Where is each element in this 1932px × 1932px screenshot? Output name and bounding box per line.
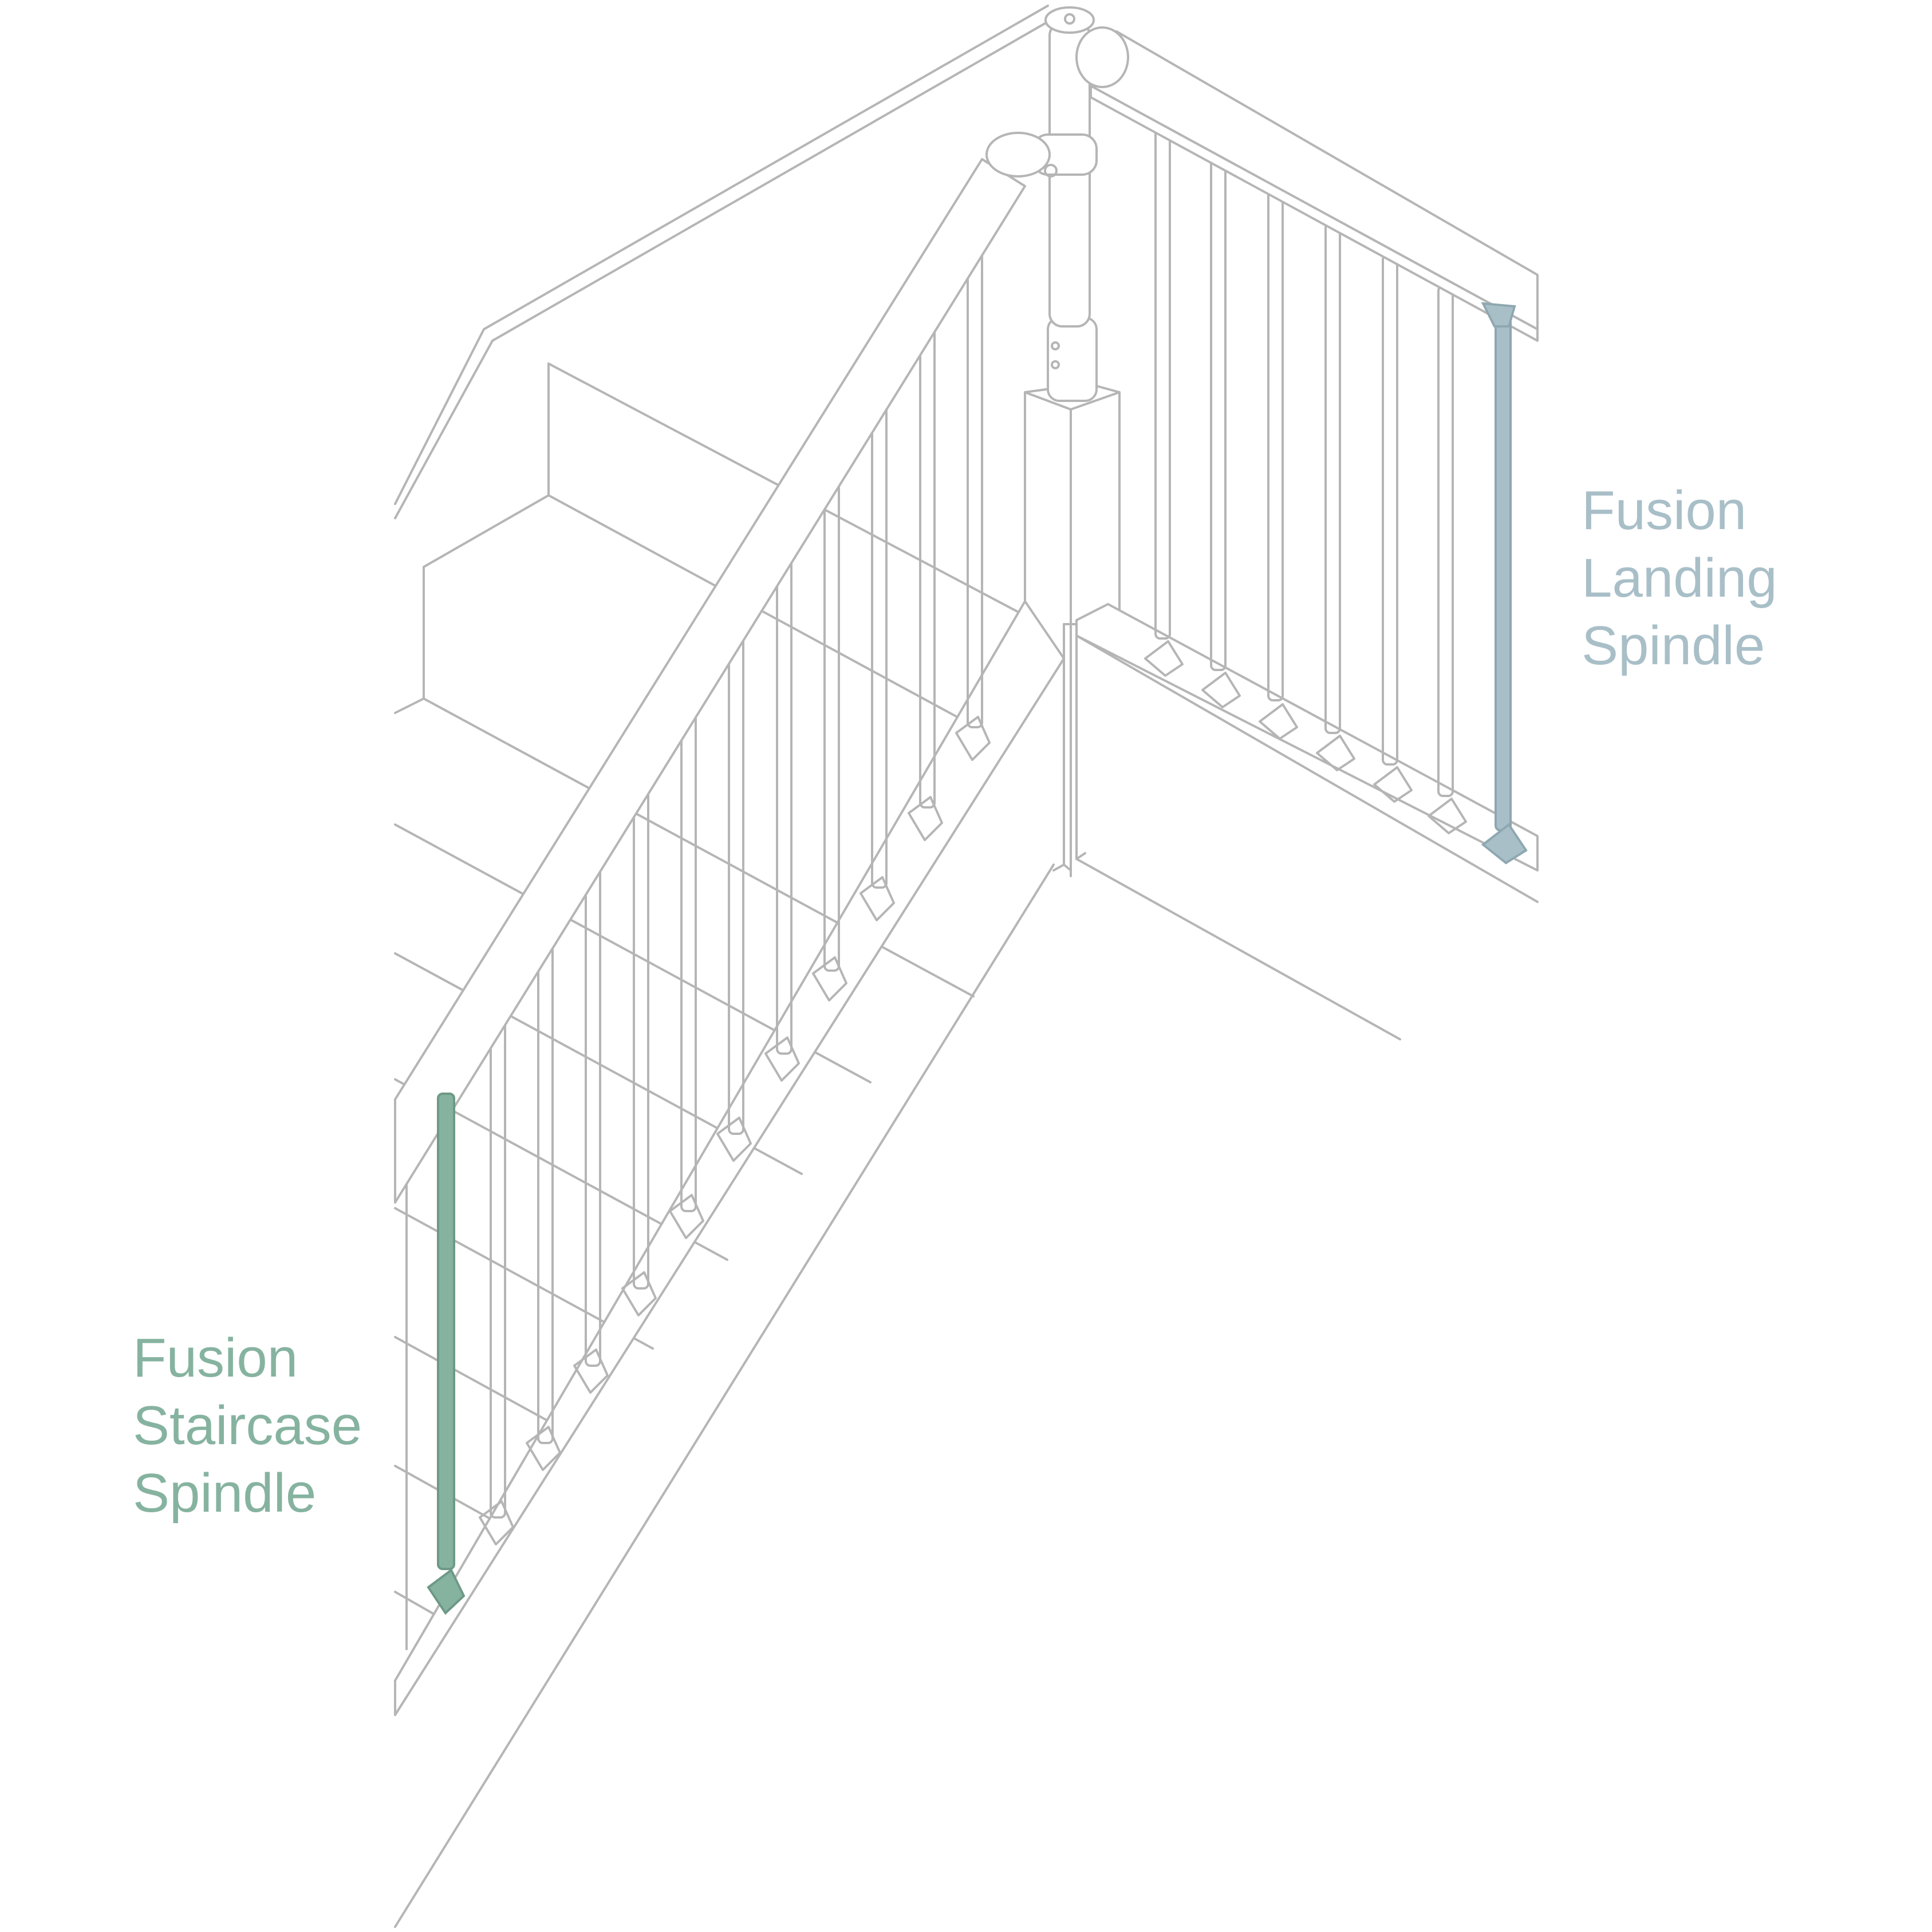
landing-spindle-highlight (1481, 302, 1528, 865)
staircase-spindle-highlight (427, 1093, 466, 1615)
staircase-label-line-2: Staircase (133, 1395, 362, 1456)
fusion-landing-spindle-label: Fusion Landing Spindle (1582, 477, 1777, 680)
landing-label-line-1: Fusion (1582, 480, 1747, 541)
landing-base-rail (1075, 603, 1539, 1040)
wall-handrail (394, 5, 1049, 519)
staircase-handrail (394, 132, 1051, 1204)
fusion-staircase-spindle-label: Fusion Staircase Spindle (133, 1324, 362, 1527)
staircase-label-line-3: Spindle (133, 1462, 317, 1524)
landing-handrail (1075, 26, 1539, 342)
staircase-label-line-1: Fusion (133, 1327, 298, 1389)
landing-label-line-3: Spindle (1582, 615, 1765, 676)
landing-label-line-2: Landing (1582, 547, 1777, 609)
newel-post (1024, 6, 1121, 877)
